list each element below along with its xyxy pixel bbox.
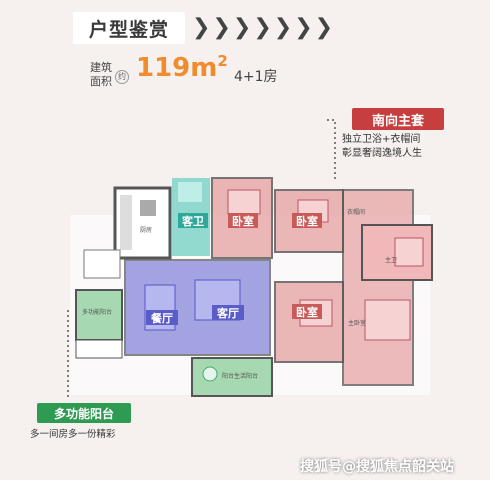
master-suite-line1: 独立卫浴+衣帽间 [342, 134, 421, 145]
bedroom-c-label: 卧室 [296, 305, 318, 319]
living-label: 客厅 [216, 306, 239, 320]
chevron-icon: ❯ [192, 15, 211, 40]
chevron-icon: ❯ [294, 15, 313, 40]
master-suite-area [342, 189, 414, 386]
chevron-icon: ❯ [314, 15, 334, 40]
area-superscript: 2 [217, 52, 228, 70]
dining-label: 餐厅 [150, 311, 173, 325]
chevron-icon: ❯ [273, 15, 293, 40]
walkin-label: 衣帽间 [347, 208, 365, 216]
living-balcony-label: 阳台生活阳台 [222, 372, 258, 380]
master-suite-tag: 南向主套 [352, 108, 444, 130]
header-chevrons: ❯ ❯ ❯ ❯ ❯ ❯ ❯ [192, 15, 333, 41]
approx-badge: 约 [115, 70, 129, 84]
bedroom-a-label: 卧室 [232, 214, 254, 228]
watermark: 搜狐号@搜狐焦点韶关站 [300, 459, 454, 475]
master-suite-line2: 彰显奢阔逸境人生 [342, 148, 422, 159]
multifunction-balcony-room [75, 289, 123, 341]
area-value: 119m2 [136, 52, 228, 83]
chevron-icon: ❯ [232, 15, 252, 40]
guest-bath-label: 客卫 [181, 214, 204, 228]
kitchen-label: 厨房 [140, 226, 152, 234]
chevron-icon: ❯ [253, 15, 272, 40]
header-title: 户型鉴赏 [88, 18, 169, 41]
balcony-room-label: 多功能阳台 [82, 308, 112, 316]
layout-type: 4+1房 [234, 69, 278, 85]
master-bath-label: 主卫 [385, 256, 397, 264]
area-label: 建筑面积 [90, 61, 112, 88]
master-suite-desc: 独立卫浴+衣帽间 彰显奢阔逸境人生 [342, 133, 422, 161]
chevron-icon: ❯ [212, 15, 231, 40]
bedroom-b-label: 卧室 [296, 214, 318, 228]
master-bedroom-label: 主卧室 [348, 319, 366, 327]
balcony-tag: 多功能阳台 [37, 403, 131, 423]
header-title-box: 户型鉴赏 [73, 12, 185, 44]
balcony-desc: 多一间房多一份精彩 [30, 429, 116, 440]
area-number: 119m [136, 53, 218, 83]
